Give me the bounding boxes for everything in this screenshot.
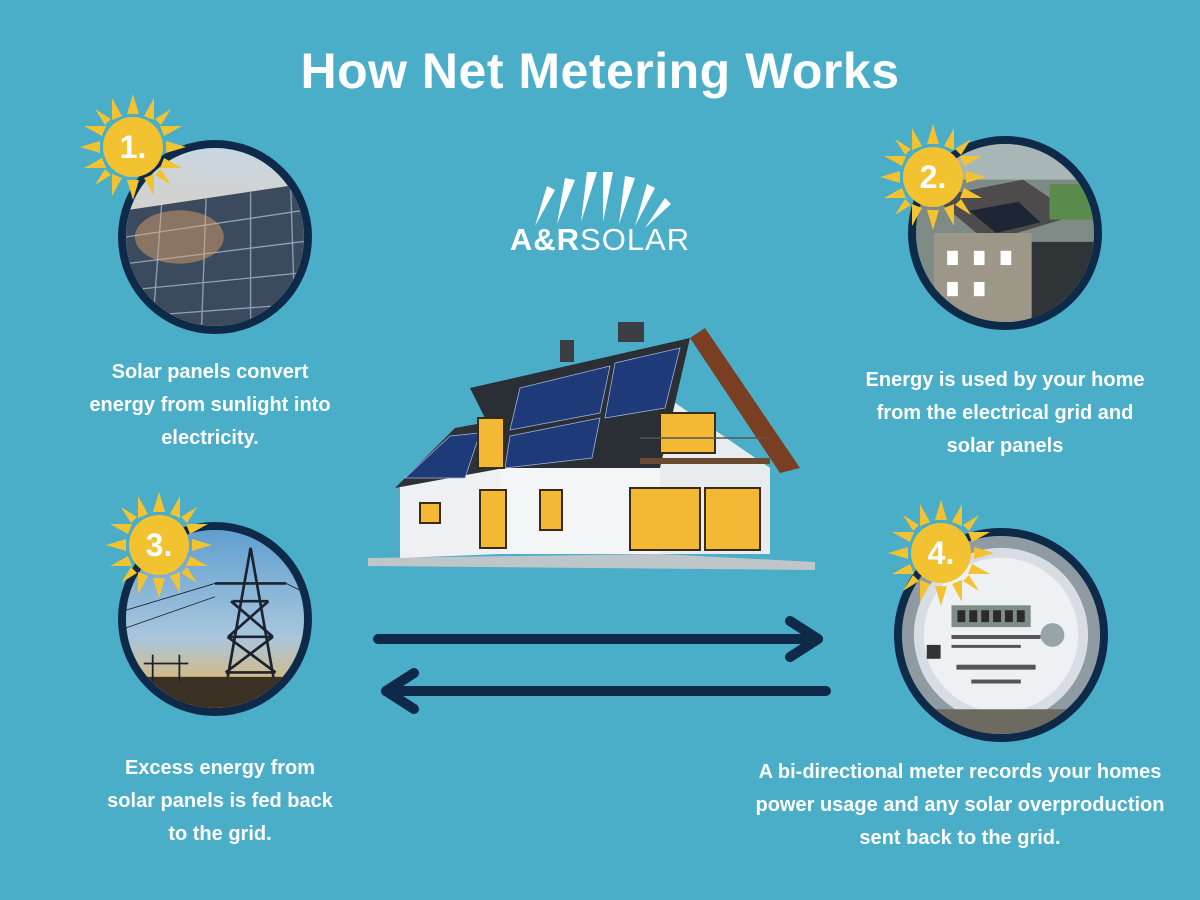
house-with-solar-panels-illustration [360, 318, 820, 573]
step-1-badge: 1. [78, 92, 188, 202]
energy-flow-arrows [372, 615, 832, 715]
step-4-number: 4. [927, 535, 955, 571]
sun-icon [880, 124, 986, 230]
arrow-left-icon [381, 668, 831, 714]
step-2-number: 2. [919, 159, 947, 195]
step-3-number: 3. [145, 527, 173, 563]
step-2-badge: 2. [878, 122, 988, 232]
step-1-number: 1. [119, 129, 147, 165]
brand-logo: A&RSOLAR [495, 168, 705, 263]
step-4-badge: 4. [886, 498, 996, 608]
brand-name: A&RSOLAR [509, 222, 691, 257]
step-2-caption: Energy is used by your home from the ele… [865, 369, 1145, 457]
arrow-right-icon [373, 616, 823, 662]
step-1-caption: Solar panels convert energy from sunligh… [89, 361, 331, 449]
logo-sunburst-icon [535, 172, 671, 228]
step-3-caption: Excess energy from solar panels is fed b… [107, 757, 333, 845]
page-title: How Net Metering Works [300, 43, 900, 99]
sun-icon [80, 94, 186, 200]
step-4-caption: A bi-directional meter records your home… [755, 761, 1165, 849]
sun-icon [106, 492, 212, 598]
sun-icon [888, 500, 994, 606]
step-3-badge: 3. [104, 490, 214, 600]
step-1-photo-solar-panels [118, 140, 312, 334]
